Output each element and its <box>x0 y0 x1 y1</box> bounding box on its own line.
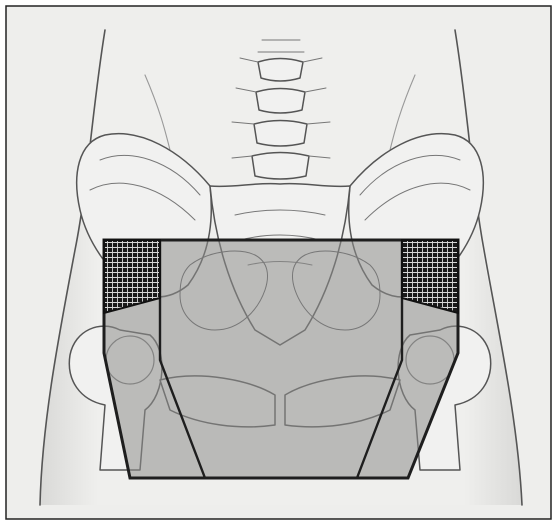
pelvis-field-diagram <box>0 0 557 525</box>
